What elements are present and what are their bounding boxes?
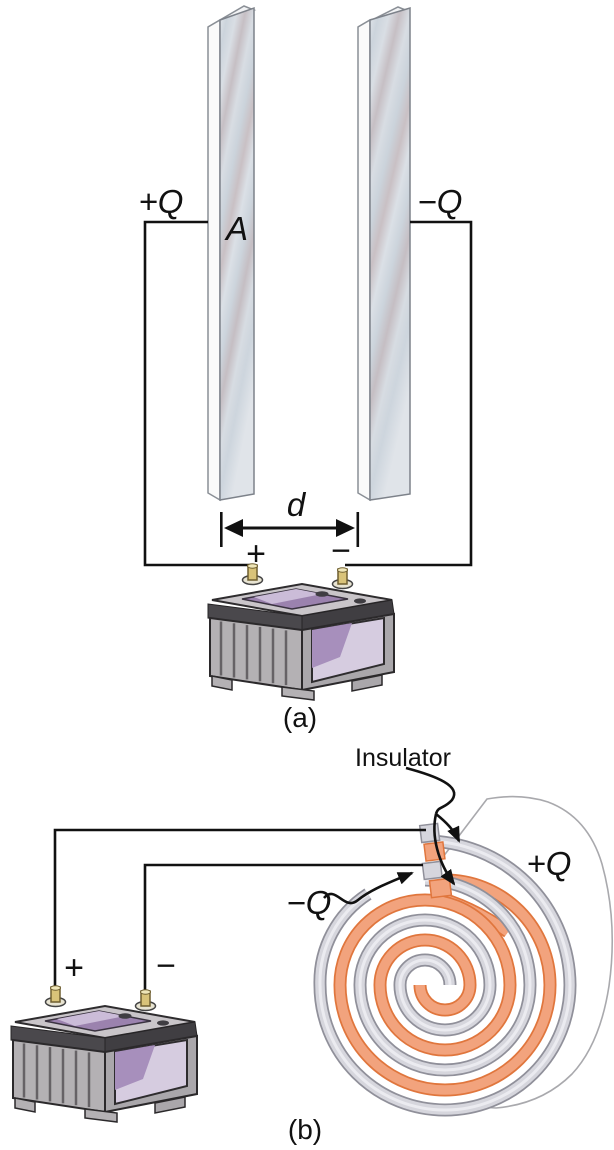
outer-foil-charge-label: +Q xyxy=(527,845,572,882)
capacitor-plate-right xyxy=(357,6,411,502)
wire-positive-to-roll xyxy=(53,828,426,988)
panel-b-caption: (b) xyxy=(288,1114,322,1145)
battery-a-negative-label: − xyxy=(331,532,351,570)
battery-a xyxy=(206,562,396,702)
battery-b xyxy=(9,984,199,1124)
battery-b-negative-label: − xyxy=(156,947,176,985)
battery-a-positive-label: + xyxy=(246,535,266,573)
gray-foil-tab-1 xyxy=(418,822,441,844)
battery-b-positive-label: + xyxy=(64,949,84,987)
wire-left-plate-to-battery xyxy=(143,220,252,567)
wire-right-plate-to-battery xyxy=(345,220,473,567)
gray-foil-tab-2 xyxy=(421,860,443,881)
unrolled-sheet-edge xyxy=(429,795,614,1109)
plate-separation-dimension: d xyxy=(220,486,360,547)
panel-b: Insulator +Q −Q + − (b) xyxy=(9,744,614,1145)
panel-a: d +Q −Q A + − (a) xyxy=(139,5,473,733)
insulator-label: Insulator xyxy=(355,744,451,772)
plate-area-label: A xyxy=(224,210,248,247)
left-plate-charge-label: +Q xyxy=(139,183,184,220)
inner-foil-charge-label: −Q xyxy=(287,884,332,921)
panel-a-caption: (a) xyxy=(283,702,317,733)
capacitor-plate-left xyxy=(207,5,257,502)
wire-negative-to-roll xyxy=(143,863,423,992)
minus-q-callout-arrow xyxy=(323,871,414,905)
separation-label: d xyxy=(287,486,307,523)
orange-foil-tab-1 xyxy=(423,841,446,862)
orange-foil-tab-2 xyxy=(428,877,453,899)
insulator-callout xyxy=(405,766,461,886)
right-plate-charge-label: −Q xyxy=(418,183,463,220)
